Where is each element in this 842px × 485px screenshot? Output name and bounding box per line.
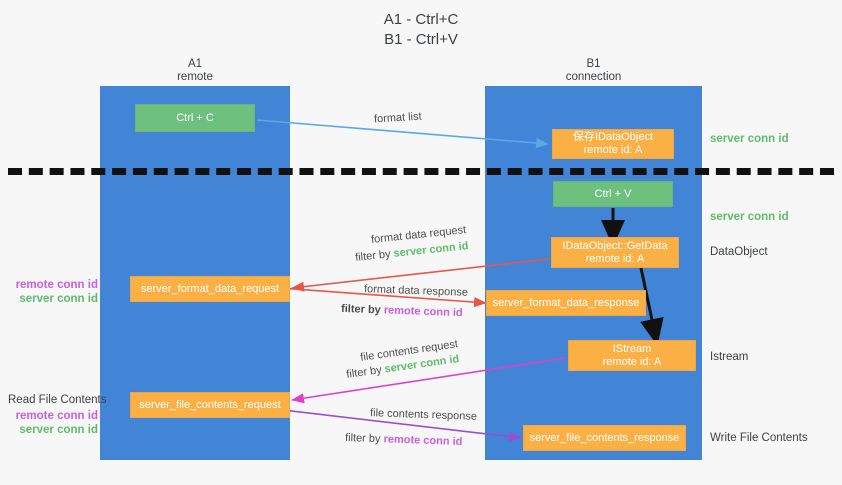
- box-server-format-data-response[interactable]: server_format_data_response: [486, 290, 646, 316]
- lane-header-b1-name: B1: [586, 58, 601, 70]
- lane-header-a1-sub: remote: [177, 71, 213, 83]
- label-remote-conn-id-1: remote conn id: [15, 279, 98, 291]
- box-ctrl-v-label: Ctrl + V: [594, 187, 632, 200]
- box-server-file-contents-request[interactable]: server_file_contents_request: [130, 392, 290, 418]
- page-title: A1 - Ctrl+C B1 - Ctrl+V: [0, 10, 842, 50]
- label-server-conn-id-mid: server conn id: [710, 211, 789, 223]
- lane-header-b1-sub: connection: [565, 71, 622, 83]
- label-conn-ids-format: remote conn id server conn id: [10, 278, 98, 306]
- box-idataobject-subtitle: remote id: A: [583, 144, 643, 156]
- edge-label-filter-remote-conn-id-2: filter by remote conn id: [345, 431, 463, 450]
- lane-header-b1: B1 connection: [485, 58, 702, 84]
- edge-label-filter-remote-conn-id-1: filter by remote conn id: [341, 302, 463, 321]
- label-istream: Istream: [710, 351, 749, 363]
- filter-by-text-2: filter by: [340, 302, 381, 317]
- label-conn-ids-file: remote conn id server conn id: [10, 409, 98, 437]
- label-remote-conn-id-2: remote conn id: [15, 410, 98, 422]
- filter-by-text-4: filter by: [344, 431, 381, 446]
- title-line-2: B1 - Ctrl+V: [384, 31, 458, 48]
- lane-header-a1-name: A1: [187, 58, 203, 70]
- edge-label-format-list: format list: [373, 110, 422, 126]
- box-server-file-contents-response[interactable]: server_file_contents_response: [523, 425, 686, 451]
- remote-conn-id-text-2: remote conn id: [383, 433, 463, 449]
- edge-label-format-data-response: format data response: [363, 283, 469, 299]
- label-server-conn-id-1: server conn id: [19, 293, 98, 305]
- box-server-file-contents-request-label: server_file_contents_request: [139, 398, 281, 411]
- label-read-file-contents: Read File Contents: [8, 394, 107, 406]
- box-ctrl-v[interactable]: Ctrl + V: [553, 181, 673, 207]
- box-getdata-title: IDataObject::GetData: [562, 239, 668, 252]
- label-write-file-contents: Write File Contents: [710, 432, 808, 444]
- box-istream[interactable]: IStream remote id: A: [568, 340, 696, 371]
- box-server-format-data-request-label: server_format_data_request: [140, 282, 280, 295]
- box-server-format-data-request[interactable]: server_format_data_request: [130, 276, 290, 302]
- title-line-1: A1 - Ctrl+C: [383, 11, 459, 28]
- filter-by-text-1: filter by: [354, 248, 392, 264]
- box-istream-title: IStream: [612, 342, 652, 355]
- box-idataobject-title: 保存IDataObject: [572, 131, 654, 143]
- label-dataobject: DataObject: [710, 246, 768, 258]
- box-ctrl-c-label: Ctrl + C: [176, 111, 214, 124]
- remote-conn-id-text-1: remote conn id: [383, 304, 463, 320]
- box-ctrl-c[interactable]: Ctrl + C: [135, 104, 255, 132]
- filter-by-text-3: filter by: [345, 364, 383, 381]
- phase-divider: [8, 168, 834, 175]
- box-idataobject[interactable]: 保存IDataObject remote id: A: [552, 129, 674, 159]
- box-getdata-subtitle: remote id: A: [585, 252, 645, 265]
- label-server-conn-id-top: server conn id: [710, 133, 789, 145]
- box-server-file-contents-response-label: server_file_contents_response: [529, 431, 680, 444]
- edge-label-file-contents-response: file contents response: [369, 407, 478, 423]
- box-idataobject-getdata[interactable]: IDataObject::GetData remote id: A: [551, 237, 679, 268]
- label-server-conn-id-2: server conn id: [19, 424, 98, 436]
- box-server-format-data-response-label: server_format_data_response: [492, 296, 640, 309]
- lane-header-a1: A1 remote: [100, 58, 290, 84]
- box-istream-subtitle: remote id: A: [602, 355, 662, 368]
